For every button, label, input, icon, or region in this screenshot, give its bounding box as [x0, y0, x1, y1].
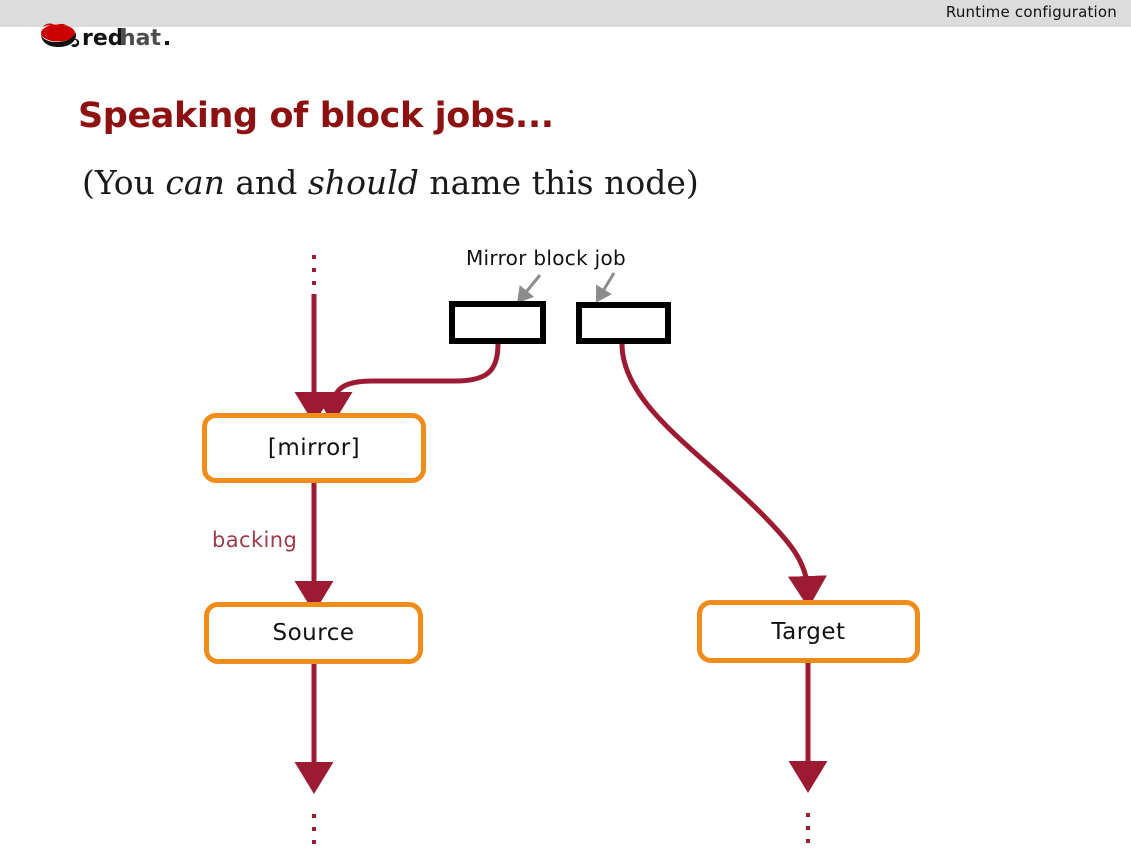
- edge-job-right-to-target: [619, 343, 827, 608]
- top-dots: [312, 255, 316, 285]
- edge-job-left-to-mirror: [313, 343, 501, 424]
- node-mirror[interactable]: [mirror]: [202, 413, 426, 483]
- page-title: Speaking of block jobs...: [78, 96, 554, 136]
- node-target[interactable]: Target: [697, 600, 920, 663]
- annotation-arrow-left-icon: [517, 274, 542, 304]
- subtitle-part-3: should: [307, 163, 419, 202]
- logo-word-hat: hat: [120, 26, 162, 51]
- subtitle-part-4: name this node): [418, 163, 699, 202]
- edge-label-backing: backing: [212, 528, 298, 552]
- annotation-arrow-right-icon: [595, 272, 616, 303]
- logo-period: [165, 41, 169, 45]
- mirror-job-box-left[interactable]: [449, 301, 546, 344]
- bottom-right-dots: [806, 813, 810, 843]
- bottom-left-dots: [312, 814, 316, 844]
- header-section-title: Runtime configuration: [945, 3, 1117, 21]
- redhat-shadowman-icon: [41, 23, 80, 48]
- subtitle-part-2: and: [224, 163, 308, 202]
- node-source[interactable]: Source: [204, 602, 423, 664]
- subtitle-part-1: can: [165, 163, 225, 202]
- mirror-job-box-right[interactable]: [576, 302, 671, 344]
- header-bar: [0, 0, 1131, 27]
- mirror-block-job-label: Mirror block job: [466, 246, 626, 270]
- subtitle-part-0: (You: [82, 163, 166, 202]
- logo-word-red: red: [82, 26, 124, 51]
- page-subtitle: (You can and should name this node): [82, 163, 699, 202]
- redhat-logo: red hat: [41, 23, 169, 51]
